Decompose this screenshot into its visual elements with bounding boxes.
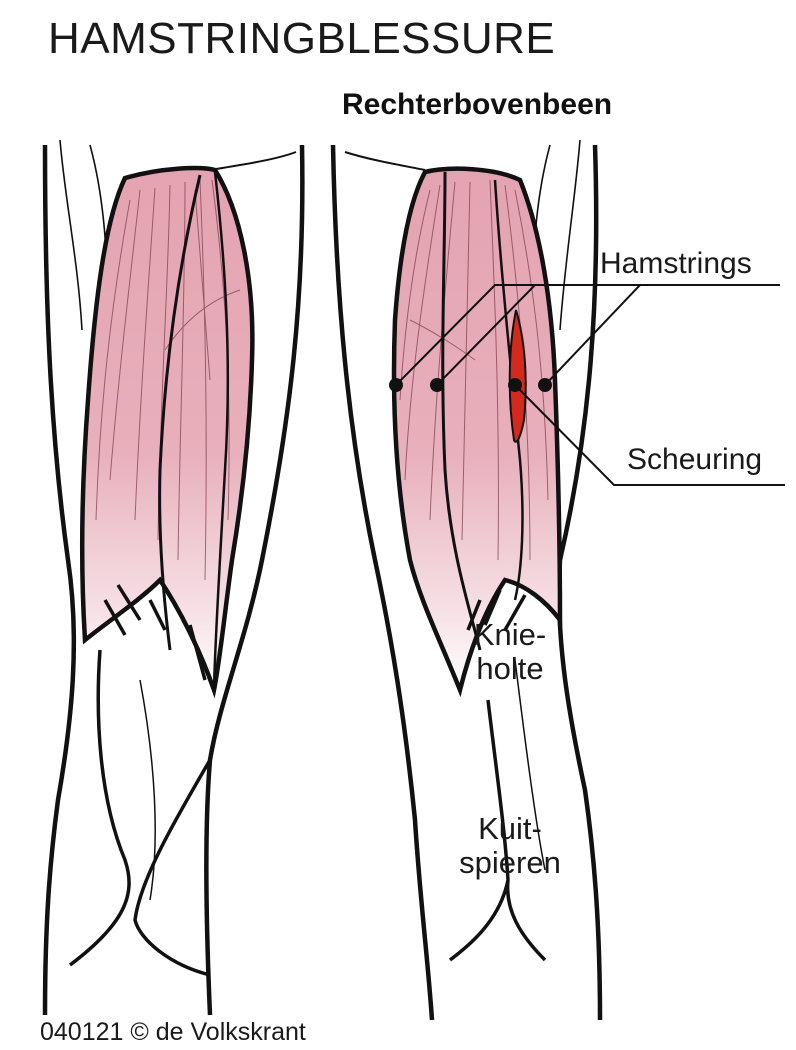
- page-subtitle: Rechterbovenbeen: [342, 88, 613, 121]
- label-knieholte-line2: holte: [476, 651, 544, 686]
- callout-dots: [389, 378, 552, 392]
- left-calf-detail: [139, 679, 156, 901]
- left-calf: [68, 649, 212, 977]
- left-leg: [42, 139, 305, 1016]
- scheuring-leader: [514, 384, 785, 486]
- left-leg-top-edge: [209, 151, 297, 171]
- right-hamstring-muscle: [391, 166, 563, 698]
- credit-line: 040121 © de Volkskrant: [40, 1018, 306, 1046]
- right-muscle-fibres: [399, 179, 549, 561]
- right-leg-outer-outline: [330, 144, 435, 1021]
- label-scheuring: Scheuring: [627, 443, 763, 476]
- tear-highlight: [508, 309, 527, 443]
- page-title: HAMSTRINGBLESSURE: [48, 14, 556, 63]
- label-knieholte-line1: Knie-: [473, 617, 547, 652]
- right-leg: [330, 139, 603, 1021]
- label-knieholte: Knie- holte: [470, 618, 550, 686]
- label-kuitspieren: Kuit- spieren: [452, 812, 568, 880]
- hamstring-dot-1: [389, 378, 403, 392]
- left-leg-outer-outline: [42, 144, 77, 1016]
- tear-dot: [508, 378, 522, 392]
- left-knee-tendons: [103, 584, 207, 681]
- label-hamstrings: Hamstrings: [600, 247, 752, 280]
- label-kuitspieren-line2: spieren: [459, 845, 561, 880]
- hamstring-dot-2: [430, 378, 444, 392]
- right-calf: [448, 699, 547, 962]
- right-leg-top-edge: [344, 151, 426, 171]
- hamstring-dot-3: [538, 378, 552, 392]
- right-leg-inner-outline: [556, 144, 603, 1021]
- left-leg-inner-outline: [204, 144, 305, 1016]
- left-muscle-divider-2: [212, 171, 230, 691]
- right-calf-detail: [514, 659, 546, 871]
- right-muscle-divider: [441, 171, 482, 651]
- label-kuitspieren-line1: Kuit-: [478, 811, 542, 846]
- right-knee-tendons: [466, 589, 527, 631]
- left-muscle-divider: [158, 174, 202, 651]
- hamstrings-leaders: [395, 284, 780, 386]
